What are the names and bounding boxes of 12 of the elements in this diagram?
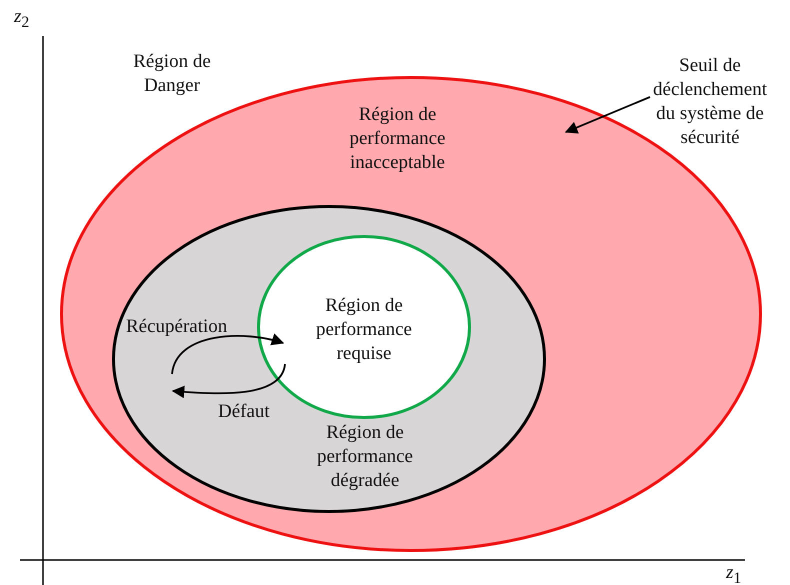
region-label: Région de performance inacceptable [348,103,446,175]
axis-label: z$_{2}$ [14,6,30,32]
edge-label: Récupération [126,316,228,338]
arrow [172,364,286,398]
arrow [171,334,284,374]
annotation-text: Seuil de déclenchement du système de sécurité [652,54,768,150]
axis-label: z$_{1}$ [726,562,742,585]
edge-label: Défaut [218,401,270,423]
region-label: Région de performance requise [315,294,413,366]
arrow [564,96,650,134]
region-label: Région de Danger [132,50,212,98]
region-label: Région de performance dégradée [316,421,414,493]
